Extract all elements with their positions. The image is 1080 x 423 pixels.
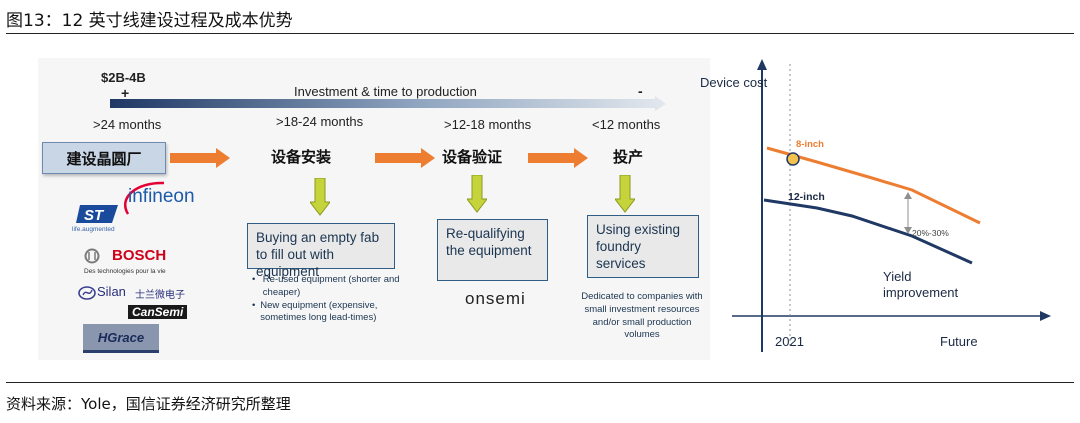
st-logo: ST	[76, 203, 120, 230]
y-axis-label: Device cost	[700, 75, 768, 90]
duration-install: >18-24 months	[276, 114, 364, 129]
down-arrow	[615, 175, 635, 213]
investment-minus: -	[638, 83, 643, 99]
stage-equipment-qualify: 设备验证	[442, 148, 503, 166]
duration-fab: >24 months	[93, 117, 162, 132]
source-note: 资料来源：Yole，国信证券经济研究所整理	[6, 395, 291, 413]
flow-arrow	[528, 148, 588, 168]
box-empty-fab: Buying an empty fab to fill out with equ…	[247, 223, 395, 279]
series-label-12-inch: 12-inch	[788, 191, 825, 203]
x-tick-future: Future	[940, 334, 978, 349]
gap-arrowhead-down	[904, 227, 912, 234]
series-12-inch-line	[763, 198, 973, 265]
list-item: • Re-used equipment (shorter and cheaper…	[252, 274, 422, 300]
down-arrow	[310, 178, 330, 216]
y-axis-arrowhead	[757, 59, 767, 70]
figure-title: 图13：12 英寸线建设过程及成本优势	[6, 11, 293, 31]
investment-arrow	[110, 96, 666, 111]
gap-label: 20%-30%	[912, 228, 949, 238]
investment-plus: +	[121, 85, 130, 101]
silan-wordmark: Silan	[97, 284, 126, 299]
infineon-logo: infineon	[120, 180, 196, 220]
device-cost-chart	[732, 59, 1051, 352]
hgrace-wordmark: HGrace	[97, 329, 145, 345]
duration-production: <12 months	[592, 117, 661, 132]
bosch-tagline: Des technologies pour la vie	[84, 268, 166, 275]
investment-amount: $2B-4B	[101, 70, 146, 85]
infineon-wordmark: infineon	[128, 186, 195, 207]
equipment-note-new: New equipment (expensive, sometimes long…	[260, 299, 378, 324]
bosch-mark	[84, 248, 100, 264]
foundry-note: Dedicated to companies with small invest…	[581, 291, 703, 341]
list-item: • New equipment (expensive, sometimes lo…	[252, 300, 422, 326]
bullet: •	[252, 299, 256, 311]
stage-build-fab-label: 建设晶圆厂	[66, 149, 142, 168]
x-axis-arrowhead	[1040, 311, 1051, 321]
silan-logo: Silan 士兰微电子	[78, 284, 188, 302]
stage-build-fab: 建设晶圆厂	[42, 142, 166, 174]
down-arrow	[467, 175, 487, 213]
st-logo-mark: ST	[76, 205, 118, 224]
equipment-notes: • Re-used equipment (shorter and cheaper…	[252, 274, 422, 325]
marker-8-inch-2021	[786, 152, 800, 166]
cansemi-logo: CanSemi	[128, 305, 188, 319]
series-label-8-inch: 8-inch	[796, 139, 824, 150]
bullet: •	[252, 274, 256, 285]
bosch-logo: BOSCH	[84, 247, 184, 266]
svg-text:ST: ST	[84, 207, 105, 224]
box-foundry: Using existing foundry services	[587, 215, 699, 278]
x-tick-2021: 2021	[775, 334, 804, 349]
bosch-wordmark: BOSCH	[112, 247, 167, 264]
infineon-swoosh	[124, 181, 165, 215]
investment-label: Investment & time to production	[294, 84, 477, 99]
series-8-inch-line	[766, 146, 981, 225]
flow-arrow	[170, 148, 230, 168]
equipment-note-reused: Re-used equipment (shorter and cheaper)	[262, 274, 400, 298]
duration-qualify: >12-18 months	[444, 117, 532, 132]
gap-arrowhead-up	[904, 192, 912, 199]
silan-chinese: 士兰微电子	[135, 290, 185, 301]
st-tagline: life.augmented	[72, 226, 115, 233]
title-divider	[6, 33, 1074, 34]
hgrace-logo: HGrace	[83, 324, 159, 353]
silan-mark	[78, 286, 96, 300]
yield-annotation: Yield improvement	[883, 269, 959, 301]
onsemi-logo: onsemi	[465, 289, 526, 308]
source-divider	[6, 382, 1074, 383]
stage-production: 投产	[613, 148, 644, 166]
flow-arrow	[375, 148, 435, 168]
stage-equipment-install: 设备安装	[271, 148, 332, 166]
box-requalify: Re-qualifying the equipment	[437, 219, 548, 281]
